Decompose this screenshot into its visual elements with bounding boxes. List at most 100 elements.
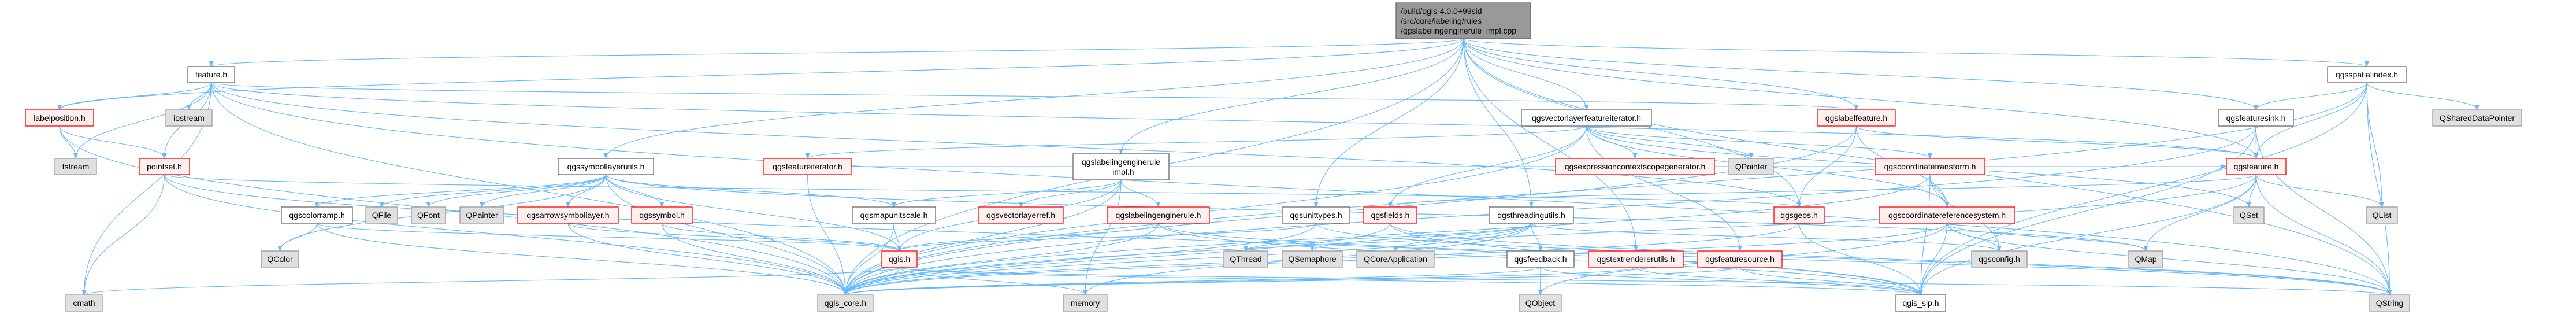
node-QThread[interactable]: QThread	[1223, 250, 1268, 268]
node-qgscoordinatereferencesystem-h[interactable]: qgscoordinatereferencesystem.h	[1879, 206, 2015, 224]
node-qgsvectorlayerfeatureiterator-h[interactable]: qgsvectorlayerfeatureiterator.h	[1521, 109, 1652, 127]
node-qgssymbol-h[interactable]: qgssymbol.h	[631, 206, 693, 224]
node-box	[1875, 158, 1985, 175]
node-qgsvectorlayerref-h[interactable]: qgsvectorlayerref.h	[978, 206, 1064, 224]
edge-labelposition_h-to-qgis_core_h	[59, 125, 848, 295]
edge-qgsfields_h-to-qgis_core_h	[843, 223, 1391, 295]
node-label: qgsfeaturesource.h	[1705, 254, 1775, 264]
edge-qgsfeature_h-to-QMap	[2143, 174, 2257, 252]
node-QSemaphore[interactable]: QSemaphore	[1282, 250, 1343, 268]
edge-qgsfeature_h-to-qgis_sip_h	[1918, 174, 2257, 295]
node-label: QList	[2373, 210, 2392, 220]
edge-qgsthreadingutils_h-to-QThread	[1244, 223, 1532, 252]
node-box	[459, 206, 504, 224]
node-qgsunittypes-h[interactable]: qgsunittypes.h	[1282, 206, 1350, 224]
node-qgssymbollayerutils-h[interactable]: qgssymbollayerutils.h	[558, 158, 654, 175]
node-label: qgsgeos.h	[1780, 210, 1818, 220]
node-box	[1728, 158, 1774, 175]
node-QPointer[interactable]: QPointer	[1728, 158, 1774, 175]
node-label: qgsfields.h	[1371, 210, 1410, 220]
node-qgis-h[interactable]: qgis.h	[881, 250, 918, 268]
node-QString[interactable]: QString	[2369, 294, 2410, 312]
edge-root-to-qgsunittypes_h	[1313, 38, 1464, 208]
edge-qgscoordinatereferencesystem_h-to-qgis_sip_h	[1918, 223, 1948, 295]
edge-root-to-qgslabelfeature_h	[1463, 38, 1859, 110]
edge-root-to-qgsthreadingutils_h	[1463, 38, 1534, 208]
node-qgsthreadingutils-h[interactable]: qgsthreadingutils.h	[1489, 206, 1574, 224]
node-label: QFile	[372, 210, 392, 220]
node-labelposition-h[interactable]: labelposition.h	[25, 109, 94, 127]
node-iostream[interactable]: iostream	[165, 109, 213, 127]
node-box	[261, 250, 299, 268]
node-QSet[interactable]: QSet	[2233, 206, 2265, 224]
node-qgsfields-h[interactable]: qgsfields.h	[1363, 206, 1417, 224]
node-qgsconfig-h[interactable]: qgsconfig.h	[1971, 250, 2028, 268]
edge-qgsthreadingutils_h-to-QCoreApplication	[1393, 223, 1532, 252]
edge-qgssymbollayerutils_h-to-qgsarrowsymbollayer_h	[566, 174, 607, 208]
edge-feature_h-to-qgis_core_h	[210, 82, 848, 295]
node-qgis-core-h[interactable]: qgis_core.h	[817, 294, 874, 312]
node-QObject[interactable]: QObject	[1519, 294, 1562, 312]
node-fstream[interactable]: fstream	[54, 158, 97, 175]
node-label: qgis_sip.h	[1902, 298, 1939, 308]
node-feature-h[interactable]: feature.h	[187, 66, 235, 83]
node-QColor[interactable]: QColor	[261, 250, 299, 268]
edge-qgssymbollayerutils_h-to-QFile	[379, 174, 607, 208]
node-qgsfeedback-h[interactable]: qgsfeedback.h	[1506, 250, 1575, 268]
node-QMap[interactable]: QMap	[2128, 250, 2163, 268]
node-QFile[interactable]: QFile	[365, 206, 398, 224]
edge-qgis_h-to-QString	[899, 267, 2392, 295]
node-box	[1107, 206, 1210, 224]
edge-qgsvectorlayerfeatureiterator_h-to-qgsfeatureiterator_h	[805, 125, 1587, 159]
edge-qgssymbollayerutils_h-to-qgis_h	[605, 174, 902, 252]
node-qgsexpressioncontextscopegenerator-h[interactable]: qgsexpressioncontextscopegenerator.h	[1555, 158, 1715, 175]
node-pointset-h[interactable]: pointset.h	[139, 158, 190, 175]
node-qgsfeatureiterator-h[interactable]: qgsfeatureiterator.h	[763, 158, 852, 175]
node-QList[interactable]: QList	[2366, 206, 2398, 224]
node-qgsfeature-h[interactable]: qgsfeature.h	[2226, 158, 2287, 175]
edge-qgsvectorlayerfeatureiterator_h-to-QPointer	[1586, 125, 1754, 159]
node-label: qgscoordinatetransform.h	[1884, 162, 1976, 171]
node-label: pointset.h	[147, 162, 182, 171]
node-qgstextrendererutils-h[interactable]: qgstextrendererutils.h	[1588, 250, 1684, 268]
edge-qgsfeature_h-to-qgis_core_h	[843, 174, 2257, 295]
node-qgsspatialindex-h[interactable]: qgsspatialindex.h	[2327, 66, 2407, 83]
node-label: qgscolorramp.h	[289, 210, 345, 220]
node-qgscolorramp-h[interactable]: qgscolorramp.h	[281, 206, 353, 224]
node-box	[517, 206, 619, 224]
edge-qgslabelfeature_h-to-qgsgeos_h	[1796, 125, 1857, 208]
node-qgis-sip-h[interactable]: qgis_sip.h	[1895, 294, 1946, 312]
node-QPainter[interactable]: QPainter	[459, 206, 504, 224]
node-label: QSemaphore	[1288, 254, 1336, 264]
node-label: qgsvectorlayerref.h	[986, 210, 1055, 220]
edge-qgsunittypes_h-to-QString	[1315, 223, 2392, 295]
edge-qgsspatialindex_h-to-qgsfeature_h	[2254, 82, 2367, 159]
node-QSharedDataPointer[interactable]: QSharedDataPointer	[2432, 109, 2522, 127]
node-qgsarrowsymbollayer-h[interactable]: qgsarrowsymbollayer.h	[517, 206, 619, 224]
node-qgsmapunitscale-h[interactable]: qgsmapunitscale.h	[852, 206, 936, 224]
node-label: qgsthreadingutils.h	[1497, 210, 1565, 220]
node-qgscoordinatetransform-h[interactable]: qgscoordinatetransform.h	[1875, 158, 1985, 175]
node-label: qgscoordinatereferencesystem.h	[1888, 210, 2006, 220]
node-qgsfeaturesource-h[interactable]: qgsfeaturesource.h	[1697, 250, 1783, 268]
edge-qgsunittypes_h-to-qgis_h	[897, 223, 1317, 252]
edge-qgscoordinatetransform_h-to-qgscoordinatereferencesystem_h	[1929, 174, 1950, 208]
node-qgslabelingenginerule-h[interactable]: qgslabelingenginerule.h	[1107, 206, 1210, 224]
node-cmath[interactable]: cmath	[65, 294, 103, 312]
node-label: QSet	[2240, 210, 2258, 220]
node-qgsfeaturesink-h[interactable]: qgsfeaturesink.h	[2218, 109, 2294, 127]
edge-qgslabelingenginerule_impl_h-to-qgis_core_h	[843, 179, 1122, 295]
node-box	[2226, 158, 2287, 175]
node-memory[interactable]: memory	[1063, 294, 1108, 312]
node-QCoreApplication[interactable]: QCoreApplication	[1356, 250, 1435, 268]
edge-qgssymbollayerutils_h-to-QPainter	[480, 174, 607, 208]
node-qgsgeos-h[interactable]: qgsgeos.h	[1773, 206, 1825, 224]
edge-qgsfeaturesource_h-to-qgis_sip_h	[1739, 267, 1923, 295]
edge-qgsthreadingutils_h-to-QSemaphore	[1310, 223, 1532, 252]
edge-qgsvectorlayerfeatureiterator_h-to-qgscoordinatetransform_h	[1586, 125, 1932, 159]
node-root[interactable]: /build/qgis-4.0.0+99sid/src/core/labelin…	[1395, 2, 1531, 39]
node-qgslabelingenginerule-impl-h[interactable]: qgslabelingenginerule_impl.h	[1072, 153, 1170, 180]
edge-root-to-qgstextrendererutils_h	[1463, 38, 1638, 252]
node-QFont[interactable]: QFont	[411, 206, 446, 224]
node-qgslabelfeature-h[interactable]: qgslabelfeature.h	[1817, 109, 1896, 127]
